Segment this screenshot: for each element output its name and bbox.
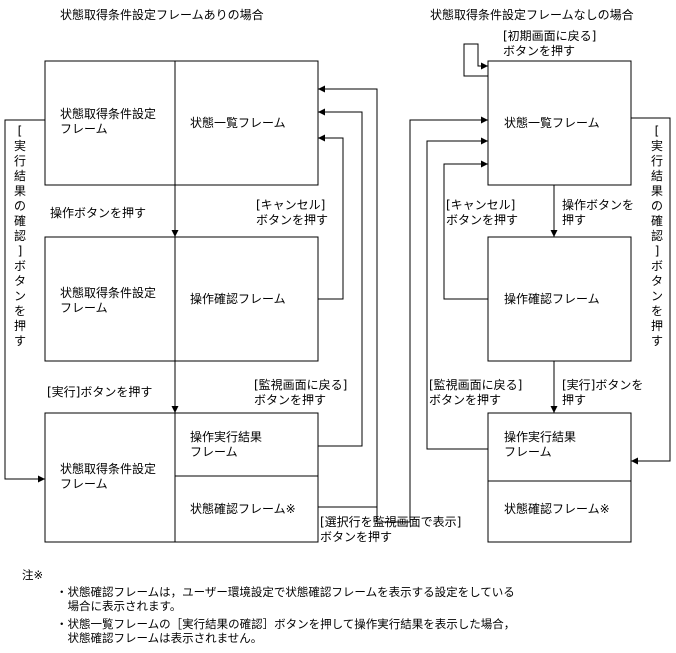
arrow-back-monitor — [318, 108, 363, 447]
left-diagram-title: 状態取得条件設定フレームありの場合 — [60, 8, 264, 22]
note-item-1: ・状態確認フレームは，ユーザー環境設定で状態確認フレームを表示する設定をしている… — [56, 585, 515, 613]
right-frame-confirm: 操作確認フレーム — [504, 292, 600, 306]
right-label-operation: 操作ボタンを押す — [562, 198, 635, 227]
right-label-cancel: [キャンセル]ボタンを押す — [446, 198, 519, 227]
left-frame-confirm: 操作確認フレーム — [190, 292, 286, 306]
left-frame-condition-2: 状態取得条件設定フレーム — [60, 286, 157, 315]
right-label-execute: [実行]ボタンを押す — [562, 378, 644, 407]
left-frame-condition-1: 状態取得条件設定フレーム — [60, 107, 157, 136]
left-label-vertical: [実行結果の確認]ボタンを押す — [13, 124, 26, 348]
arrow-back-initial — [462, 45, 488, 78]
left-label-back-monitor: [監視画面に戻る]ボタンを押す — [254, 378, 348, 407]
note-heading: 注※ — [22, 568, 44, 582]
right-frame-status: 状態確認フレーム※ — [504, 502, 610, 516]
left-frame-result: 操作実行結果フレーム — [190, 430, 263, 459]
right-label-back-initial: [初期画面に戻る]ボタンを押す — [503, 29, 597, 58]
arrow-cancel — [318, 134, 344, 300]
right-label-vertical: [実行結果の確認]ボタンを押す — [650, 124, 663, 348]
left-frame-list: 状態一覧フレーム — [190, 116, 286, 130]
left-frame-condition-3: 状態取得条件設定フレーム — [60, 462, 157, 491]
left-screen-3 — [44, 412, 319, 543]
note-item-2: ・状態一覧フレームの［実行結果の確認］ボタンを押して操作実行結果を表示した場合，… — [56, 617, 516, 645]
left-label-execute: [実行]ボタンを押す — [47, 385, 153, 399]
right-frame-result: 操作実行結果フレーム — [504, 430, 577, 459]
right-screen-list — [487, 60, 632, 186]
left-label-show-selected: [選択行を監視画面で表示]ボタンを押す — [320, 515, 462, 544]
right-label-back-monitor: [監視画面に戻る]ボタンを押す — [429, 378, 523, 407]
arrow-show-selected — [318, 85, 378, 508]
left-label-cancel: [キャンセル]ボタンを押す — [256, 198, 329, 227]
arrow-result-confirm-left — [4, 119, 45, 483]
right-screen-result — [487, 412, 632, 543]
left-frame-status: 状態確認フレーム※ — [190, 502, 296, 516]
right-frame-list: 状態一覧フレーム — [504, 116, 600, 130]
left-screen-1 — [44, 60, 319, 186]
right-diagram-title: 状態取得条件設定フレームなしの場合 — [430, 8, 634, 22]
left-label-operation: 操作ボタンを押す — [50, 206, 147, 220]
